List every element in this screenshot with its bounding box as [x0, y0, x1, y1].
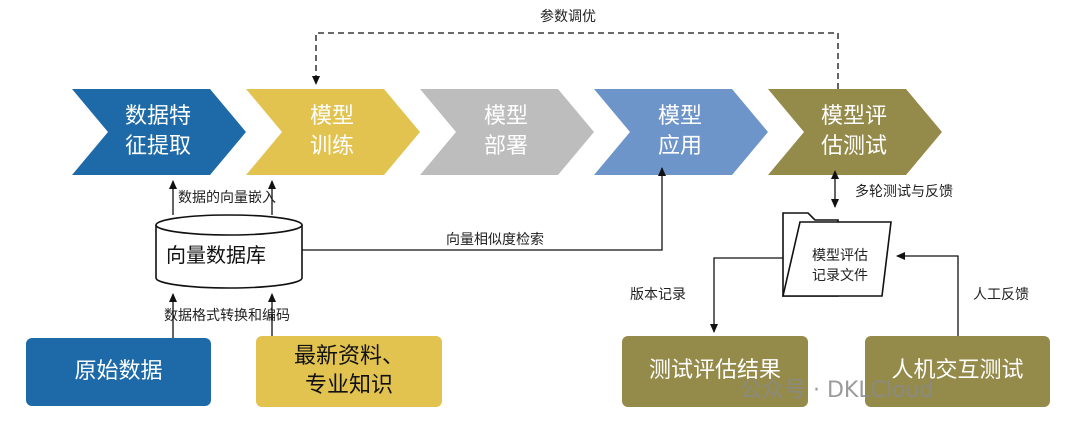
- chevron-label-feature-extraction: 数据特 征提取: [124, 104, 191, 159]
- watermark: 公众号 · DKLCloud: [740, 378, 934, 403]
- vector-db-label: 向量数据库: [166, 243, 266, 267]
- human-test-box: 人机交互测试: [865, 336, 1050, 407]
- latest-info-box: 最新资料、 专业知识: [256, 336, 442, 407]
- vector-db-cylinder: [155, 214, 303, 289]
- chevron-label-model-evaluation: 模型评 估测试: [820, 104, 887, 159]
- record-file-label: 模型评估 记录文件: [812, 248, 868, 284]
- chevron-feature-extraction: [72, 89, 246, 175]
- similarity-label: 向量相似度检索: [446, 232, 544, 248]
- chevron-label-model-deploy: 模型 部署: [483, 104, 528, 159]
- chevron-label-model-training: 模型 训练: [309, 104, 354, 159]
- test-results-box: 测试评估结果: [622, 336, 808, 407]
- chevron-model-training: [246, 89, 420, 175]
- encoding-label: 数据格式转换和编码: [164, 308, 290, 324]
- embedding-label: 数据的向量嵌入: [178, 190, 276, 206]
- human-feedback-label: 人工反馈: [973, 287, 1029, 303]
- arrow-db-to-application: [302, 167, 666, 251]
- raw-data-box: 原始数据: [26, 338, 211, 406]
- chevron-label-model-application: 模型 应用: [657, 104, 702, 159]
- folder-icon: [781, 212, 892, 297]
- tuning-label: 参数调优: [540, 9, 596, 25]
- tuning-loop-line: [312, 32, 839, 89]
- multi-round-label: 多轮测试与反馈: [855, 184, 953, 200]
- version-label: 版本记录: [630, 287, 686, 303]
- arrow-file-to-results: [710, 257, 783, 333]
- arrow-human-to-file: [896, 252, 959, 336]
- chevron-model-deploy: [420, 89, 594, 175]
- chevron-model-evaluation: [768, 89, 942, 175]
- chevron-model-application: [594, 89, 768, 175]
